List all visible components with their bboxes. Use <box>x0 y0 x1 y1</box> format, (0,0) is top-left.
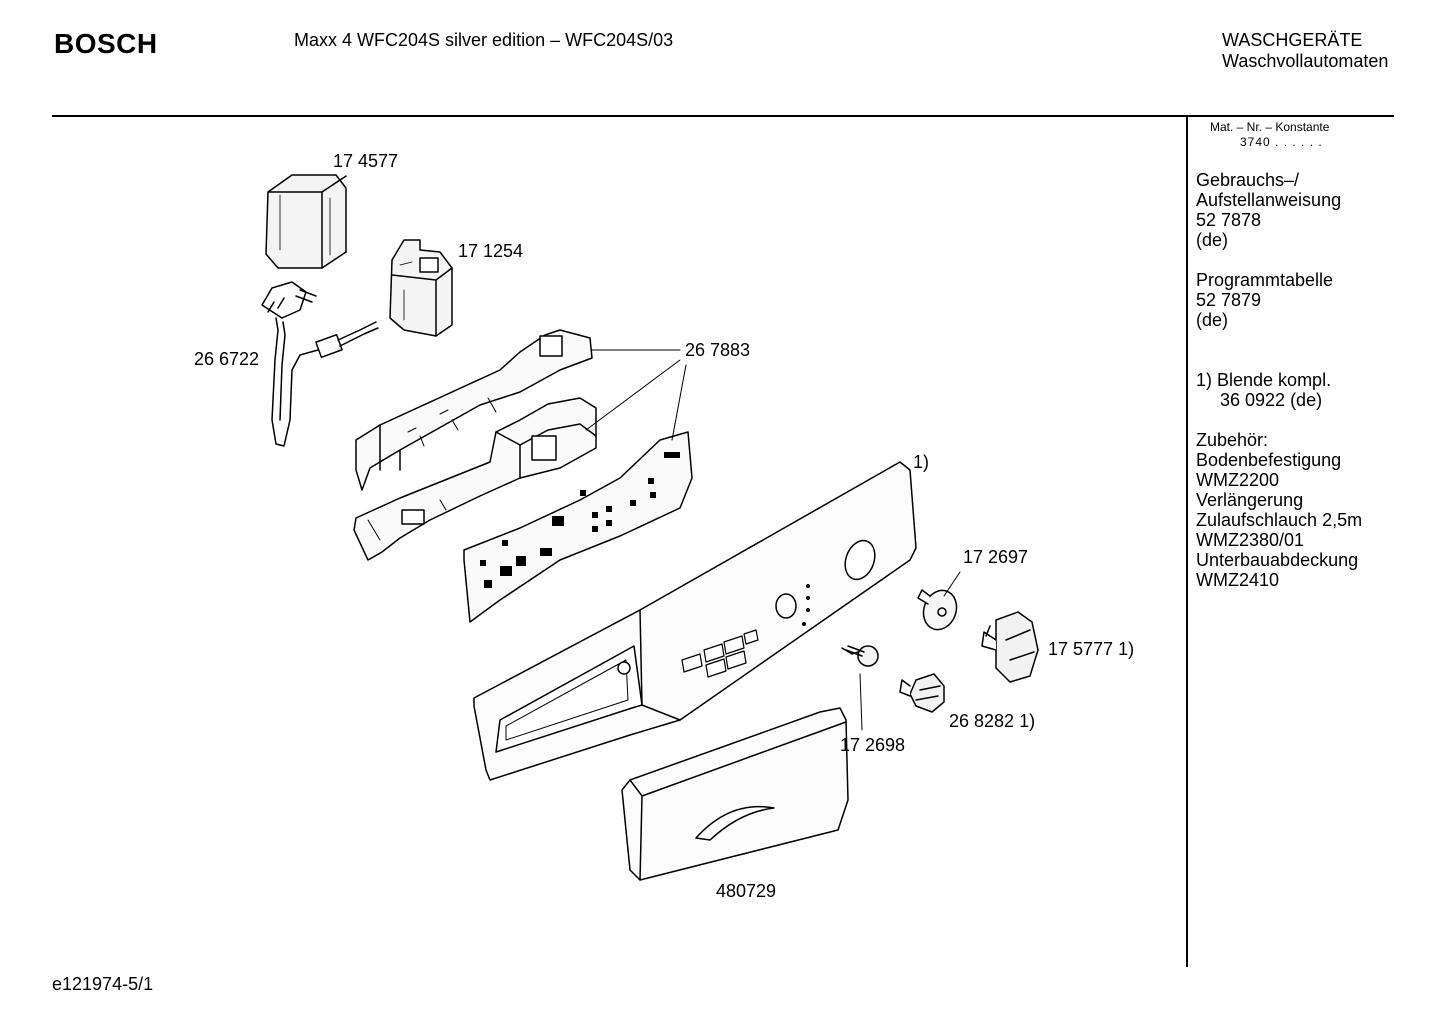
part-480729-drawing <box>621 707 849 881</box>
doc-programm-title: Programmtabelle <box>1196 270 1334 290</box>
accessory-code: WMZ2410 <box>1196 570 1280 590</box>
accessory-name: Verlängerung <box>1196 490 1304 510</box>
part-172698-drawing <box>841 645 879 667</box>
part-172697-drawing <box>917 589 958 631</box>
drawing-id: e121974-5/1 <box>52 974 154 994</box>
accessory-code: WMZ2200 <box>1196 470 1280 490</box>
category-subtitle: Waschvollautomaten <box>1222 51 1389 71</box>
accessory-name: Zulaufschlauch 2,5m <box>1196 510 1363 530</box>
doc-programm-number: 52 7879 <box>1196 290 1262 310</box>
accessory-name: Bodenbefestigung <box>1196 450 1342 470</box>
label-part-267883: 26 7883 <box>685 340 751 360</box>
part-268282-drawing <box>899 673 945 713</box>
mat-nr-value: 3740 . . . . . . <box>1240 135 1323 149</box>
part-266722-drawing <box>261 281 379 447</box>
accessories-title: Zubehör: <box>1196 430 1269 450</box>
part-171254-drawing <box>389 239 453 337</box>
mat-nr-label: Mat. – Nr. – Konstante <box>1210 120 1330 134</box>
part-175777-drawing <box>981 611 1039 683</box>
accessory-name: Unterbauabdeckung <box>1196 550 1359 570</box>
accessory-code: WMZ2380/01 <box>1196 530 1305 550</box>
doc-gebrauchs-language: (de) <box>1196 230 1229 250</box>
sidebar-divider <box>1186 117 1188 967</box>
model-title: Maxx 4 WFC204S silver edition – WFC204S/… <box>294 30 674 50</box>
doc-gebrauchs-title-2: Aufstellanweisung <box>1196 190 1342 210</box>
label-part-480729: 480729 <box>716 881 777 901</box>
label-part-268282: 26 8282 1) <box>949 711 1036 731</box>
category-title: WASCHGERÄTE <box>1222 30 1363 50</box>
doc-programm-language: (de) <box>1196 310 1229 330</box>
note-blende-title: 1) Blende kompl. <box>1196 370 1332 390</box>
label-part-172698: 17 2698 <box>840 735 906 755</box>
part-panel-drawing <box>473 461 917 781</box>
doc-gebrauchs-number: 52 7878 <box>1196 210 1262 230</box>
label-part-266722: 26 6722 <box>194 349 260 369</box>
doc-gebrauchs-title-1: Gebrauchs–/ <box>1196 170 1300 190</box>
leader-lines <box>585 349 961 731</box>
sidebar-info: Gebrauchs–/ Aufstellanweisung 52 7878 (d… <box>1196 170 1362 590</box>
label-part-174577: 17 4577 <box>333 151 399 171</box>
label-part-172697: 17 2697 <box>963 547 1029 567</box>
part-267883-drawing <box>353 329 693 623</box>
label-part-panel-note: 1) <box>913 452 930 472</box>
label-part-171254: 17 1254 <box>458 241 524 261</box>
label-part-175777: 17 5777 1) <box>1048 639 1135 659</box>
header-divider <box>52 115 1394 117</box>
brand-logo: BOSCH <box>54 28 158 59</box>
part-174577-drawing <box>265 174 347 269</box>
note-blende-number: 36 0922 (de) <box>1220 390 1323 410</box>
